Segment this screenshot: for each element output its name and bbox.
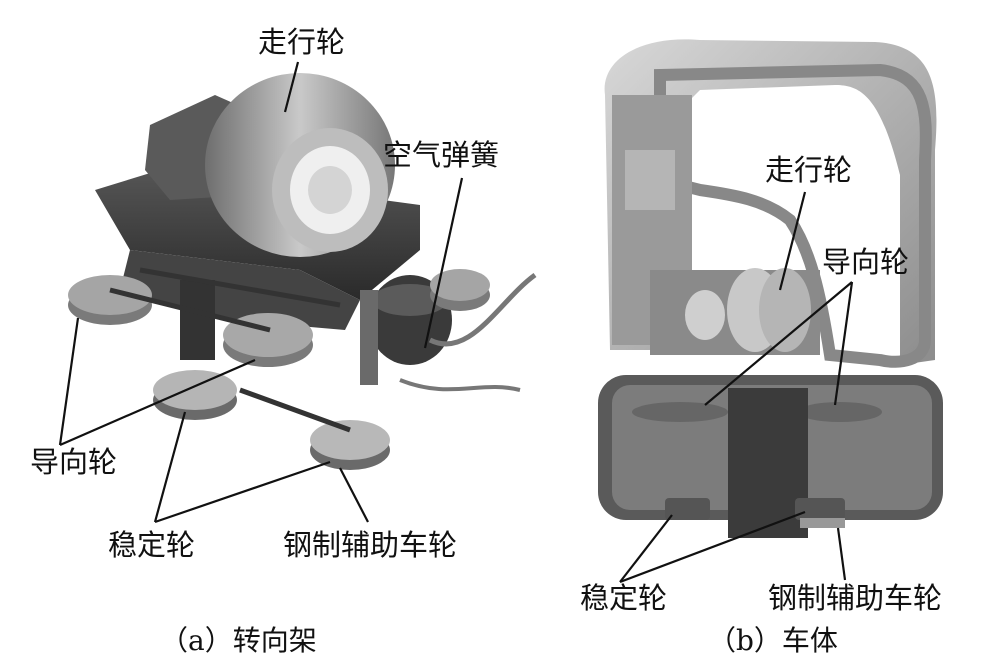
- leader-lines-a: [58, 61, 464, 524]
- caption-a: （a）转向架: [160, 624, 317, 657]
- leader-lines-b: [619, 191, 854, 584]
- label-running-wheel-b: 走行轮: [765, 153, 852, 187]
- bogie-illustration: [68, 73, 537, 470]
- label-guide-wheel-b: 导向轮: [822, 245, 909, 279]
- label-guide-wheel-a: 导向轮: [30, 445, 117, 479]
- car-body-illustration: [598, 39, 943, 538]
- label-running-wheel-a: 走行轮: [258, 25, 345, 59]
- label-air-spring: 空气弹簧: [383, 138, 499, 172]
- label-stabilizing-wheel-a: 稳定轮: [108, 528, 195, 562]
- label-steel-aux-wheel-b: 钢制辅助车轮: [768, 581, 942, 615]
- label-stabilizing-wheel-b: 稳定轮: [580, 581, 667, 615]
- label-steel-aux-wheel-a: 钢制辅助车轮: [283, 528, 457, 562]
- caption-b: （b）车体: [708, 624, 838, 657]
